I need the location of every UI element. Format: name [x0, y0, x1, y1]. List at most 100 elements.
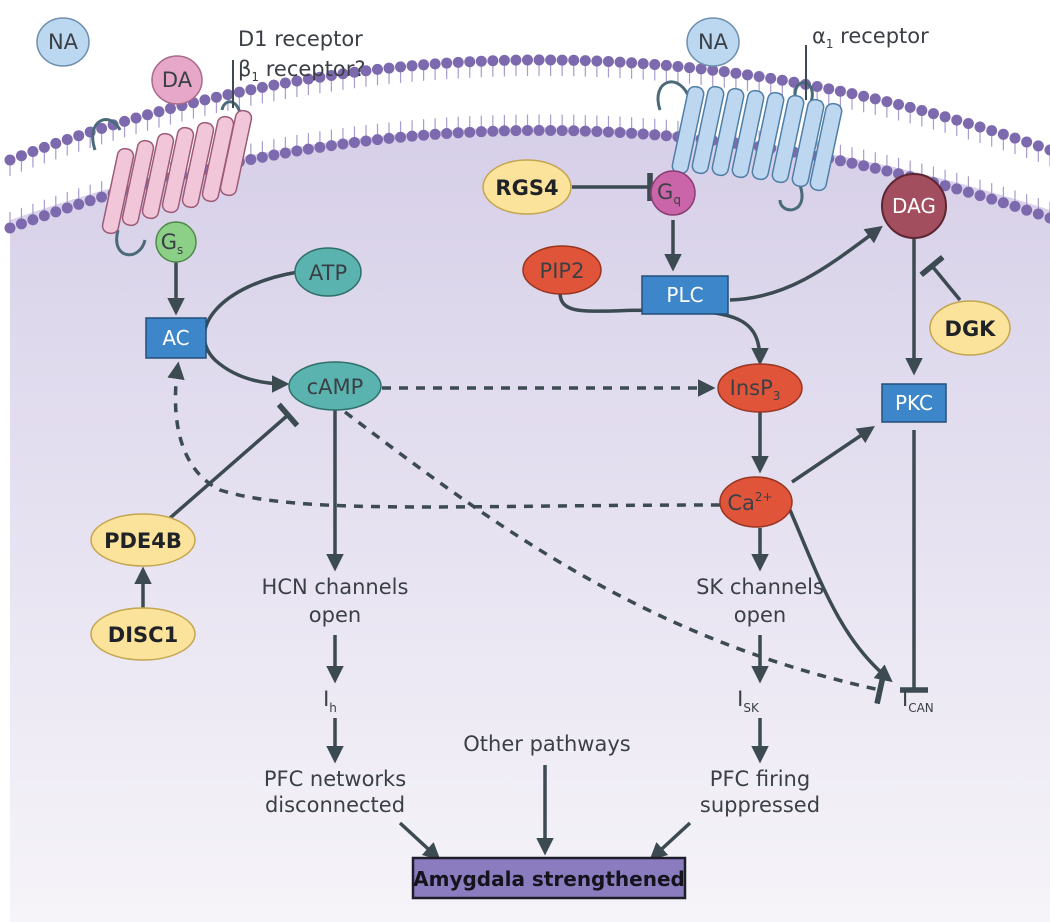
- lipid-head: [38, 210, 50, 222]
- node-na-right: NA: [686, 17, 740, 67]
- arrow-ca-ac: [167, 361, 721, 509]
- lipid-head: [939, 111, 951, 123]
- lipid-head: [27, 146, 39, 158]
- receptor-helix: [809, 102, 843, 192]
- svg-text:DAG: DAG: [892, 194, 936, 218]
- lipid-head: [765, 72, 777, 84]
- arrow-plc-dag: [729, 225, 883, 302]
- node-disc1: DISC1: [90, 607, 196, 661]
- lipid-head: [96, 122, 108, 134]
- lipid-head: [406, 60, 418, 72]
- text-pfc-firing: PFC firing suppressed: [700, 767, 820, 817]
- lipid-head: [164, 103, 176, 115]
- lipid-head: [475, 55, 487, 67]
- lipid-head: [61, 202, 73, 214]
- lipid-head: [591, 55, 603, 67]
- receptor-helix: [161, 126, 195, 214]
- arrow-atp-camp: [202, 270, 299, 393]
- lipid-head: [360, 65, 372, 77]
- text-pfc-networks: PFC networks disconnected: [264, 767, 406, 817]
- svg-text:PKC: PKC: [895, 391, 933, 415]
- lipid-head: [84, 195, 96, 207]
- receptor-labels: D1 receptor β1 receptor? α1 receptor: [238, 24, 929, 84]
- lipid-head: [939, 180, 951, 192]
- text-hcn-channels: HCN channels open: [262, 575, 409, 627]
- arrow-dgk-dag: [919, 254, 962, 302]
- lipid-head: [614, 127, 626, 139]
- lipid-head: [869, 162, 881, 174]
- alpha1-receptor: [656, 45, 843, 212]
- lipid-head: [256, 81, 268, 93]
- d1-receptor: [91, 60, 253, 257]
- lipid-head: [210, 91, 222, 103]
- svg-text:AC: AC: [162, 326, 189, 350]
- lipid-head: [50, 206, 62, 218]
- lipid-head: [395, 131, 407, 143]
- lipid-head: [348, 136, 360, 148]
- receptor-helix: [181, 121, 215, 209]
- lipid-head: [142, 109, 154, 121]
- lipid-head: [279, 147, 291, 159]
- lipid-head: [951, 114, 963, 126]
- lipid-head: [337, 68, 349, 80]
- lipid-head: [858, 90, 870, 102]
- svg-text:disconnected: disconnected: [265, 793, 405, 817]
- lipid-head: [533, 54, 545, 66]
- lipid-head: [823, 83, 835, 95]
- lipid-head: [73, 130, 85, 142]
- lipid-head: [974, 190, 986, 202]
- lipid-head: [579, 125, 591, 137]
- lipid-head: [637, 58, 649, 70]
- lipid-head: [556, 125, 568, 137]
- node-pkc: PKC: [881, 383, 947, 423]
- node-atp: ATP: [294, 247, 362, 297]
- lipid-head: [383, 62, 395, 74]
- lipid-head: [962, 186, 974, 198]
- lipid-head: [997, 197, 1009, 209]
- svg-text:open: open: [734, 603, 786, 627]
- lipid-head: [614, 56, 626, 68]
- lipid-head: [256, 151, 268, 163]
- lipid-head: [974, 121, 986, 133]
- lipid-head: [742, 69, 754, 81]
- lipid-head: [325, 69, 337, 81]
- lipid-head: [268, 79, 280, 91]
- lipid-head: [498, 125, 510, 137]
- lipid-head: [1044, 144, 1050, 156]
- lipid-head: [314, 71, 326, 83]
- lipid-head: [371, 63, 383, 75]
- arrow-ca-ican: [788, 509, 893, 683]
- node-dag: DAG: [881, 173, 947, 239]
- svg-text:ATP: ATP: [309, 261, 347, 285]
- text-isk: ISK: [737, 687, 760, 715]
- lipid-head: [858, 160, 870, 172]
- lipid-head: [61, 134, 73, 146]
- node-da: DA: [151, 55, 203, 105]
- svg-text:HCN channels: HCN channels: [262, 575, 409, 599]
- lipid-head: [406, 130, 418, 142]
- lipid-head: [881, 96, 893, 108]
- lipid-head: [776, 74, 788, 86]
- node-pip2: PIP2: [522, 245, 602, 295]
- d1-receptor-label: D1 receptor: [238, 27, 363, 51]
- lipid-head: [602, 126, 614, 138]
- node-rgs4: RGS4: [482, 159, 572, 215]
- lipid-head: [1021, 136, 1033, 148]
- svg-text:Other pathways: Other pathways: [463, 732, 630, 756]
- receptor-helix: [771, 94, 805, 184]
- lipid-head: [27, 214, 39, 226]
- lipid-head: [233, 86, 245, 98]
- lipid-head: [881, 165, 893, 177]
- lipid-head: [429, 58, 441, 70]
- svg-text:ISK: ISK: [737, 687, 760, 715]
- text-ih: Ih: [323, 687, 337, 715]
- svg-text:PFC firing: PFC firing: [710, 767, 810, 791]
- receptor-helix: [711, 87, 745, 177]
- lipid-head: [268, 149, 280, 161]
- lipid-head: [986, 125, 998, 137]
- lipid-head: [418, 59, 430, 71]
- svg-text:PDE4B: PDE4B: [104, 529, 182, 553]
- lipid-head: [916, 104, 928, 116]
- lipid-head: [429, 128, 441, 140]
- lipid-head: [4, 154, 16, 166]
